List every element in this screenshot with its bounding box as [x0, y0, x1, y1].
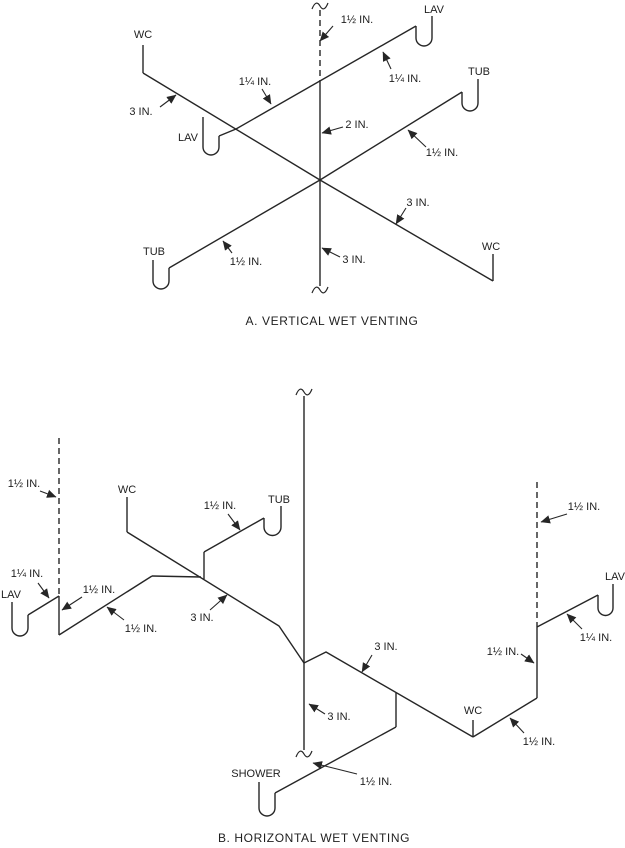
size-label: 1½ IN. [523, 736, 555, 748]
size-label: 3 IN. [406, 197, 429, 209]
fixture-trap [415, 16, 433, 47]
label-arrow [321, 247, 341, 258]
diagram-vertical-wet-venting: WC 3 IN. 1¼ IN. 1½ IN. LAV LAV 1¼ IN. TUB 2 IN. 1… [129, 2, 500, 328]
pipe-segment [536, 594, 599, 628]
diagram-horizontal-wet-venting: 1½ IN. 1¼ IN. LAV 1½ IN. 1½ IN. WC 1½ IN. TUB 3 … [1, 388, 625, 845]
pipe-break-symbol [295, 388, 313, 396]
fixture-label: TUB [468, 66, 490, 78]
label-arrow [222, 240, 233, 254]
fixture-label: LAV [178, 132, 199, 144]
label-arrow [227, 513, 241, 531]
size-label: 1¼ IN. [389, 73, 421, 85]
size-label: 3 IN. [129, 106, 152, 118]
fixture-label: LAV [1, 589, 22, 601]
fixture-trap [258, 782, 276, 817]
fixture-trap [152, 260, 170, 290]
pipe-segment [168, 179, 321, 269]
size-label: 3 IN. [374, 641, 397, 653]
fixture-trap [202, 117, 220, 156]
pipe-segment [274, 726, 397, 794]
size-label: 1½ IN. [341, 14, 373, 26]
label-arrow [566, 613, 583, 630]
size-label: 1¼ IN. [580, 632, 612, 644]
pipe-segment [218, 128, 237, 137]
fixture-label: LAV [424, 4, 445, 16]
fixture-trap [263, 506, 282, 537]
size-label: 1½ IN. [230, 256, 262, 268]
label-arrow [509, 717, 525, 734]
label-arrow [361, 654, 373, 673]
pipe-break-symbol [311, 286, 329, 294]
pipe-break-symbol [295, 750, 313, 758]
label-arrow [61, 596, 83, 611]
label-arrow [106, 606, 125, 621]
pipe-segment [27, 595, 60, 616]
label-arrow [321, 126, 344, 135]
fixture-label: SHOWER [231, 768, 281, 780]
size-label: 2 IN. [345, 119, 368, 131]
label-arrow [319, 25, 334, 42]
pipe-segment [303, 651, 474, 738]
label-arrow [520, 653, 535, 664]
size-label: 1½ IN. [8, 478, 40, 490]
label-arrow [308, 703, 326, 715]
fixture-label: LAV [605, 571, 625, 583]
label-arrow [312, 761, 358, 775]
label-arrow [209, 594, 228, 611]
pipe-segment [203, 517, 265, 553]
label-arrow [39, 489, 57, 498]
pipe-break-symbol [311, 2, 329, 10]
label-arrow [540, 513, 568, 524]
size-label: 3 IN. [327, 711, 350, 723]
size-label: 1½ IN. [204, 500, 236, 512]
pipe-segment [319, 179, 494, 282]
size-label: 1½ IN. [83, 584, 115, 596]
size-label: 3 IN. [190, 612, 213, 624]
size-label: 1¼ IN. [11, 568, 43, 580]
label-arrow [261, 88, 272, 105]
label-arrow [37, 582, 50, 599]
fixture-trap [461, 79, 479, 112]
label-arrow [407, 129, 427, 148]
fixture-label: WC [134, 29, 152, 41]
label-arrow [382, 51, 392, 70]
pipe-segment [472, 697, 538, 738]
fixture-label: WC [464, 705, 482, 717]
fixture-trap [597, 584, 614, 617]
label-arrow [159, 94, 177, 108]
size-label: 1½ IN. [426, 147, 458, 159]
pipe-segment [126, 531, 305, 664]
diagram-caption: B. HORIZONTAL WET VENTING [218, 831, 410, 845]
size-label: 1½ IN. [125, 623, 157, 635]
size-label: 1½ IN. [487, 646, 519, 658]
pipe-segment [58, 575, 153, 636]
pipe-segment [319, 91, 463, 181]
diagram-caption: A. VERTICAL WET VENTING [246, 314, 419, 328]
fixture-trap [11, 602, 29, 637]
fixture-label: WC [118, 484, 136, 496]
size-label: 3 IN. [342, 254, 365, 266]
size-label: 1½ IN. [360, 776, 392, 788]
fixture-label: TUB [143, 246, 165, 258]
pipe-segment [151, 575, 202, 578]
pipe-segment [235, 25, 417, 130]
fixture-label: WC [482, 241, 500, 253]
size-label: 1½ IN. [568, 501, 600, 513]
size-label: 1¼ IN. [239, 76, 271, 88]
fixture-label: TUB [268, 494, 290, 506]
label-arrow [395, 207, 407, 225]
pipe-segment [142, 72, 321, 181]
